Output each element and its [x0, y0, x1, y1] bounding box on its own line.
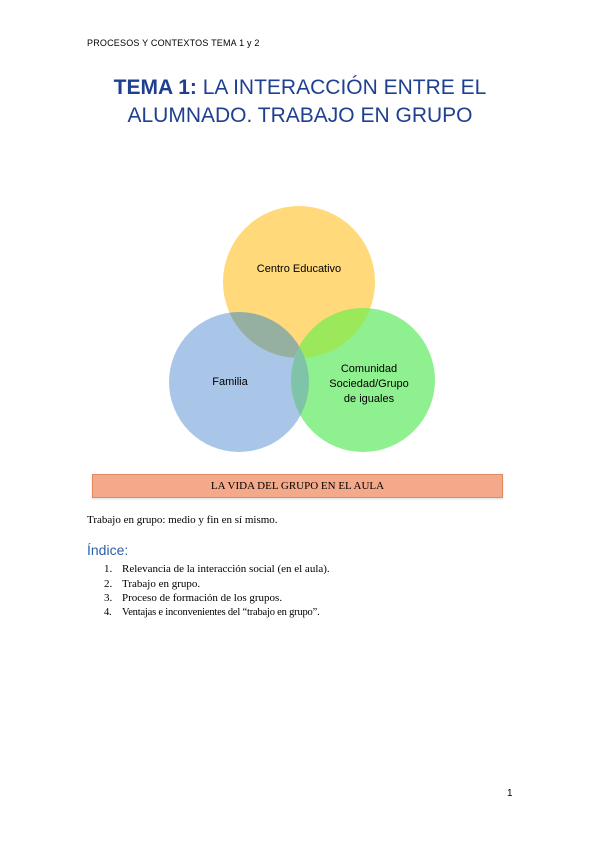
overlap-centro-familia	[223, 312, 309, 358]
title-topic-label: TEMA 1:	[113, 76, 197, 99]
index-heading: Índice:	[87, 542, 129, 558]
list-item: 3.Proceso de formación de los grupos.	[104, 592, 283, 604]
section-banner: LA VIDA DEL GRUPO EN EL AULA	[92, 474, 503, 498]
overlap-centro-comunidad	[291, 308, 375, 358]
venn-diagram	[169, 206, 435, 452]
list-item: 2.Trabajo en grupo.	[104, 577, 201, 590]
title-line1: LA INTERACCIÓN ENTRE EL	[196, 76, 487, 99]
label-centro-educativo: Centro Educativo	[256, 263, 342, 275]
page-title: TEMA 1: LA INTERACCIÓN ENTRE EL ALUMNADO…	[40, 74, 560, 130]
title-line2: ALUMNADO. TRABAJO EN GRUPO	[127, 104, 473, 127]
index-list: 1.Relevancia de la interacción social (e…	[104, 562, 330, 620]
list-item: 1.Relevancia de la interacción social (e…	[104, 563, 330, 575]
intro-text: Trabajo en grupo: medio y fin en sí mism…	[87, 514, 278, 526]
page-number: 1	[507, 788, 513, 799]
label-familia: Familia	[212, 376, 248, 388]
running-header: PROCESOS Y CONTEXTOS TEMA 1 y 2	[87, 38, 260, 48]
list-item: 4.Ventajas e inconvenientes del “trabajo…	[104, 606, 320, 618]
label-comunidad: Comunidad Sociedad/Grupo de iguales	[329, 363, 409, 405]
